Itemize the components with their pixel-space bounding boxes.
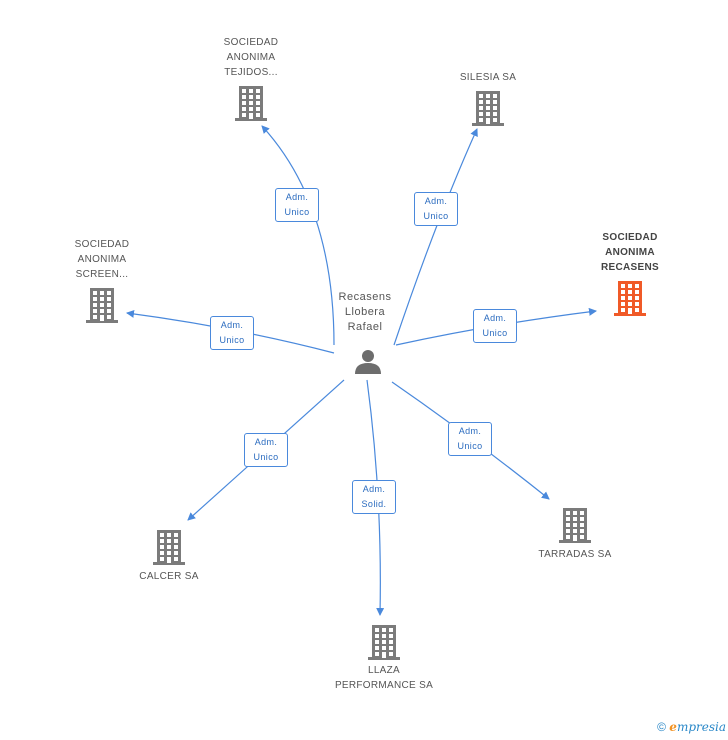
- node-label-line: SOCIEDAD: [223, 37, 279, 48]
- copyright-symbol: ©: [657, 720, 666, 734]
- edge-label-line: Unico: [219, 335, 245, 345]
- edge-label-line: Unico: [482, 328, 508, 338]
- edge-label-llaza[interactable]: Adm. Solid.: [352, 480, 396, 514]
- edge-label-recasens[interactable]: Adm. Unico: [473, 309, 517, 343]
- edge-label-line: Solid.: [361, 499, 387, 509]
- edge-label-line: Unico: [457, 441, 483, 451]
- node-label-line: RECASENS: [601, 262, 659, 273]
- node-label-line: ANONIMA: [77, 254, 127, 265]
- node-label-line: LLAZA: [367, 665, 401, 676]
- node-label-line: SCREEN...: [75, 269, 129, 280]
- edge-label-tarradas[interactable]: Adm. Unico: [448, 422, 492, 456]
- edge-label-line: Adm.: [220, 320, 244, 330]
- node-label-line: CALCER SA: [139, 571, 199, 582]
- building-icon-screen[interactable]: [86, 288, 118, 323]
- edge-label-line: Adm.: [254, 437, 278, 447]
- node-label-tejidos[interactable]: SOCIEDAD ANONIMA TEJIDOS...: [191, 35, 311, 80]
- building-icon-llaza[interactable]: [368, 625, 400, 660]
- person-icon[interactable]: [355, 350, 381, 374]
- node-label-line: TEJIDOS...: [224, 67, 278, 78]
- edge-label-line: Adm.: [458, 426, 482, 436]
- node-label-line: SILESIA SA: [459, 72, 517, 83]
- edge-label-line: Unico: [284, 207, 310, 217]
- edge-label-line: Adm.: [362, 484, 386, 494]
- building-icon-tejidos[interactable]: [235, 86, 267, 121]
- node-label-line: ANONIMA: [605, 247, 655, 258]
- edge-label-line: Unico: [423, 211, 449, 221]
- edge-silesia: [393, 128, 478, 346]
- edge-label-screen[interactable]: Adm. Unico: [210, 316, 254, 350]
- edge-label-line: Adm.: [483, 313, 507, 323]
- empresia-logo[interactable]: empresia: [669, 720, 726, 734]
- node-label-line: ANONIMA: [226, 52, 276, 63]
- edge-label-line: Adm.: [424, 196, 448, 206]
- node-label-recasens[interactable]: SOCIEDAD ANONIMA RECASENS: [570, 230, 690, 275]
- building-icon-calcer[interactable]: [153, 530, 185, 565]
- node-label-llaza[interactable]: LLAZA PERFORMANCE SA: [314, 663, 454, 693]
- center-name-line: Rafael: [347, 321, 383, 333]
- center-name-line: Llobera: [344, 306, 386, 318]
- node-label-line: TARRADAS SA: [538, 549, 612, 560]
- center-name-line: Recasens: [338, 291, 392, 303]
- building-icon-silesia[interactable]: [472, 91, 504, 126]
- building-icon-tarradas[interactable]: [559, 508, 591, 543]
- node-label-calcer[interactable]: CALCER SA: [109, 569, 229, 584]
- edge-label-silesia[interactable]: Adm. Unico: [414, 192, 458, 226]
- node-label-line: PERFORMANCE SA: [334, 680, 434, 691]
- node-label-silesia[interactable]: SILESIA SA: [428, 70, 548, 85]
- footer-credit: © empresia: [657, 720, 726, 734]
- edge-label-line: Adm.: [285, 192, 309, 202]
- node-label-tarradas[interactable]: TARRADAS SA: [515, 547, 635, 562]
- node-label-screen[interactable]: SOCIEDAD ANONIMA SCREEN...: [42, 237, 162, 282]
- edge-label-calcer[interactable]: Adm. Unico: [244, 433, 288, 467]
- node-label-line: SOCIEDAD: [74, 239, 130, 250]
- edge-label-tejidos[interactable]: Adm. Unico: [275, 188, 319, 222]
- node-label-line: SOCIEDAD: [602, 232, 658, 243]
- edge-label-line: Unico: [253, 452, 279, 462]
- building-icon-recasens[interactable]: [614, 281, 646, 316]
